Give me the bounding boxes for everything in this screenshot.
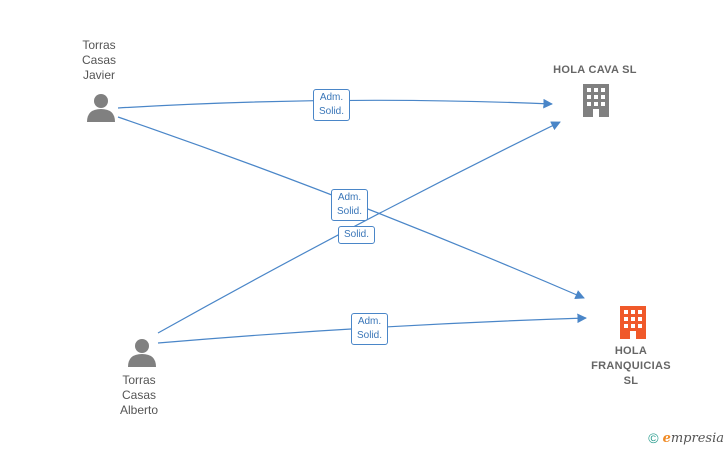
building-icon — [620, 306, 646, 339]
brand-name: empresia — [662, 430, 724, 446]
company-label-cava: HOLA CAVA SL — [553, 64, 637, 76]
relation-label-alberto-cava[interactable]: Solid. — [338, 226, 376, 244]
person-label-alberto: Torras Casas Alberto — [119, 373, 159, 417]
person-icon — [128, 339, 156, 367]
company-label-franquicias: HOLA FRANQUICIAS SL — [591, 345, 671, 387]
relation-label-javier-franquicias[interactable]: Adm. Solid. — [331, 189, 369, 221]
person-icon — [87, 94, 115, 122]
copyright-icon: © — [648, 430, 659, 446]
relation-label-javier-cava[interactable]: Adm. Solid. — [313, 89, 351, 121]
edge-alberto-cava — [157, 121, 561, 334]
brand-logo: © empresia — [648, 430, 724, 446]
person-label-javier: Torras Casas Javier — [81, 38, 116, 82]
relation-label-alberto-franquicias[interactable]: Adm. Solid. — [351, 313, 389, 345]
building-icon — [583, 84, 609, 117]
